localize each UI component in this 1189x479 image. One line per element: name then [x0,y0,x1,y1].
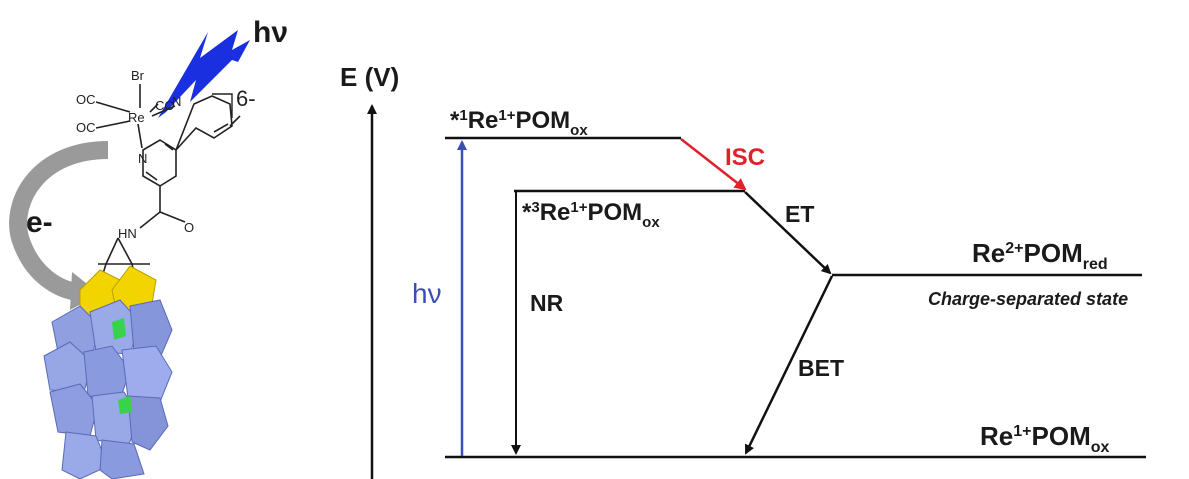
bet-arrow [744,275,834,455]
isc-label: ISC [725,144,765,171]
atom-hn: HN [118,226,137,241]
energy-diagram: E (V) *1Re1+POMox *3Re1+POMox Re2+POMred… [340,62,1146,479]
label-ground: Re1+POMox [980,421,1110,456]
isc-arrow [680,138,747,191]
et-label: ET [785,201,814,227]
label-triplet: *3Re1+POMox [522,199,660,231]
atom-n1: N [138,151,147,166]
atom-br: Br [131,68,145,83]
complex-atoms: Br OC CO OC Re N N HN O 6- [76,68,256,241]
pom-cluster [43,265,173,479]
atom-n2: N [172,94,181,109]
caption-charge-separated: Charge-separated state [928,289,1128,309]
label-singlet: *1Re1+POMox [450,107,588,139]
molecule-structure: hν [9,16,288,479]
nr-label: NR [530,290,564,316]
charge-label: 6- [236,86,256,111]
label-charge-separated: Re2+POMred [972,238,1108,273]
electron-label: e- [26,206,53,239]
atom-oc-top: OC [76,92,96,107]
et-arrow [744,191,832,275]
excitation-label: hν [412,278,442,309]
atom-re: Re [128,110,145,125]
complex-bonds [95,84,241,291]
atom-o: O [184,220,194,235]
atom-co: CO [155,98,175,113]
bet-label: BET [798,355,844,381]
axis-label: E (V) [340,62,399,92]
light-flash-icon [158,30,250,118]
flash-hv-label: hν [253,16,288,49]
atom-oc-bottom: OC [76,120,96,135]
